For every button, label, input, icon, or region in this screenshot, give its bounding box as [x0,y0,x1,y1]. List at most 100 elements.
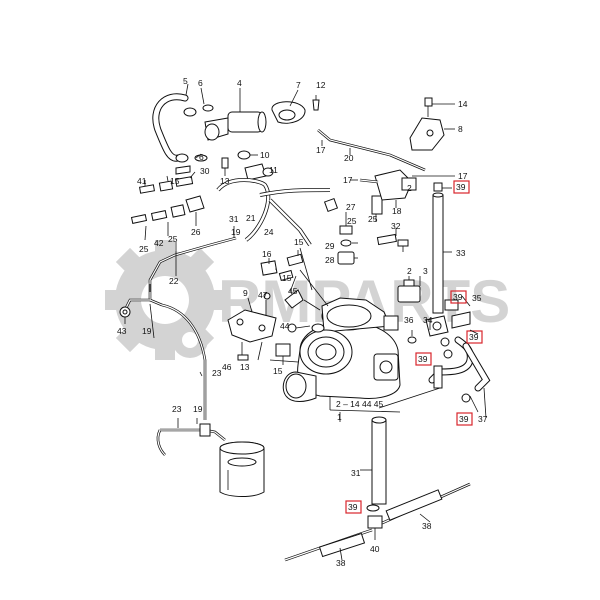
callout-10: 10 [260,150,270,160]
callout-8: 8 [458,124,463,134]
sensor-2-3 [397,276,421,303]
callout-43: 43 [117,326,127,336]
callout-29: 29 [325,241,335,251]
callout-37: 37 [478,414,488,424]
callout-22: 22 [169,276,179,286]
callout-24: 24 [264,227,274,237]
callout-6b: 6 [199,152,204,162]
callout-16: 16 [262,249,272,259]
callout-28: 28 [325,255,335,265]
leader-lines [149,226,487,561]
highlight-boxes [345,180,483,514]
callout-7: 7 [296,80,301,90]
callout-3: 3 [423,266,428,276]
hose-37 [428,336,491,413]
callout-13b: 13 [240,362,250,372]
callout-1: 1 [337,412,342,422]
callout-5: 5 [183,76,188,86]
callout-25b: 25 [368,214,378,224]
callout-30: 30 [200,166,210,176]
hose-33 [432,182,452,314]
callout-39d: 39 [418,354,428,364]
pressure-regulator-34 [407,295,471,359]
callout-39c: 39 [469,332,479,342]
callout-46: 46 [222,362,232,372]
callout-13: 13 [220,176,230,186]
highlight-39-bottom [345,500,362,514]
callout-33: 33 [456,248,466,258]
vacuum-line-22 [124,236,237,420]
throttle-body-1 [269,247,401,422]
bracket-9-47 [227,275,311,365]
callout-23a: 23 [212,368,222,378]
hose-38 [284,482,471,562]
callout-25c: 25 [168,234,178,244]
callout-39a: 39 [456,182,466,192]
callout-2b: 2 [407,266,412,276]
callout-21: 21 [246,213,256,223]
callout-25a: 25 [347,216,357,226]
fittings-27-28-29 [323,195,409,265]
fuel-filter [156,418,265,497]
hose-31-lower [371,365,443,505]
callout-25d: 25 [139,244,149,254]
couplings-25-26 [130,195,205,241]
watermark-gear-icon [105,240,225,360]
idle-valve-assembly [152,83,267,175]
callout-17c: 17 [343,175,353,185]
callout-12: 12 [316,80,326,90]
callout-39b: 39 [453,292,463,302]
callout-32: 32 [391,221,401,231]
callout-34: 34 [423,315,433,325]
highlight-39-right [466,330,483,344]
callout-2: 2 [407,183,412,193]
callout-39f: 39 [348,502,358,512]
callout-19a: 19 [231,227,241,237]
callout-38b: 38 [336,558,346,568]
callout-45: 45 [288,286,298,296]
callout-19b: 19 [142,326,152,336]
callout-31b: 31 [351,468,361,478]
callout-17b: 17 [458,171,468,181]
callout-26: 26 [191,227,201,237]
fittings-10-11-13 [221,150,274,181]
callout-35: 35 [472,293,482,303]
callout-labels: 5 6 4 7 12 14 8 6 10 11 13 17 20 17 17 2… [117,76,488,568]
callout-40: 40 [370,544,380,554]
callout-27: 27 [346,202,356,212]
callout-44: 44 [280,321,290,331]
callout-15d: 15 [273,366,283,376]
callout-36: 36 [404,315,414,325]
hose-20 [317,129,426,172]
hose-31 [216,178,331,247]
callout-31a: 31 [229,214,239,224]
nut-43 [119,306,131,324]
hose-connectors-15-16 [260,250,304,282]
callout-15c: 15 [282,273,292,283]
callout-11: 11 [269,165,278,175]
callout-47: 47 [258,290,268,300]
highlight-39-mid [450,290,467,304]
callout-15b: 15 [294,237,304,247]
callout-9: 9 [243,288,248,298]
highlight-39-lower [456,412,473,426]
callout-42: 42 [154,238,164,248]
highlight-39-left [415,352,432,366]
valve-18 [350,169,455,208]
callout-15a: 15 [170,176,180,186]
dimension-label: 2 – 14 44 45 [336,399,384,409]
bracket-8 [409,97,455,151]
highlight-39-top [453,180,470,194]
hose-clamp-7 [271,89,320,124]
callout-14: 14 [458,99,468,109]
callout-17a: 17 [316,145,326,155]
couplings-41-30 [139,171,196,194]
callout-38a: 38 [422,521,432,531]
callout-18: 18 [392,206,402,216]
callout-6: 6 [198,78,203,88]
callout-39e: 39 [459,414,469,424]
callout-41: 41 [137,176,147,186]
callout-23b: 23 [172,404,182,414]
